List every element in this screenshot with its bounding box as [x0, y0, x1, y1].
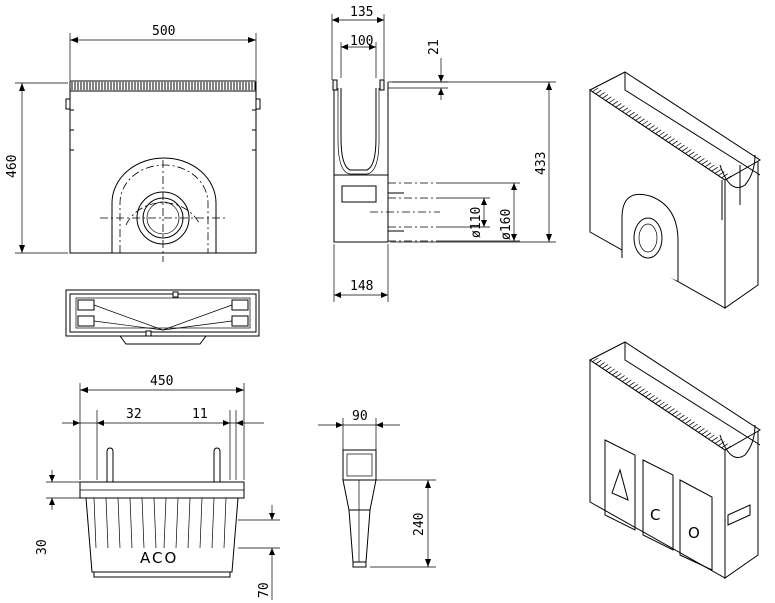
dim-side-rim: 21	[427, 39, 442, 55]
iso-view-bucket: C O	[589, 341, 761, 579]
dim-pipe-outer: ø160	[499, 209, 514, 240]
dim-pipe-inner: ø110	[469, 207, 484, 238]
bucket-logo: ACO	[140, 549, 178, 567]
dim-front-width: 500	[152, 24, 175, 39]
dim-side-depth: 433	[534, 152, 549, 175]
iso-letter-o: O	[688, 524, 702, 542]
dim-side-outer: 135	[350, 5, 373, 20]
dim-bucket-collar: 30	[35, 539, 50, 555]
dim-bucket-side-height: 240	[412, 513, 427, 536]
top-view	[65, 289, 260, 345]
dim-bucket-foot: 70	[257, 582, 272, 598]
iso-letter-c: C	[650, 506, 662, 524]
dim-bucket-side-width: 90	[352, 409, 368, 424]
bucket-front-view: 450 32 11 ACO 30 70	[35, 374, 280, 600]
front-view: 500 460	[5, 24, 261, 262]
bucket-side-view: 90 240	[318, 409, 436, 568]
side-view: 135 100 21 433	[331, 5, 556, 302]
dim-bucket-left: 32	[126, 407, 142, 422]
dim-bucket-right: 11	[192, 407, 208, 422]
dim-front-height: 460	[5, 155, 20, 178]
dim-side-base: 148	[350, 279, 373, 294]
dim-side-inner: 100	[350, 34, 373, 49]
dim-bucket-width: 450	[150, 374, 173, 389]
iso-view-outlet	[589, 71, 761, 309]
